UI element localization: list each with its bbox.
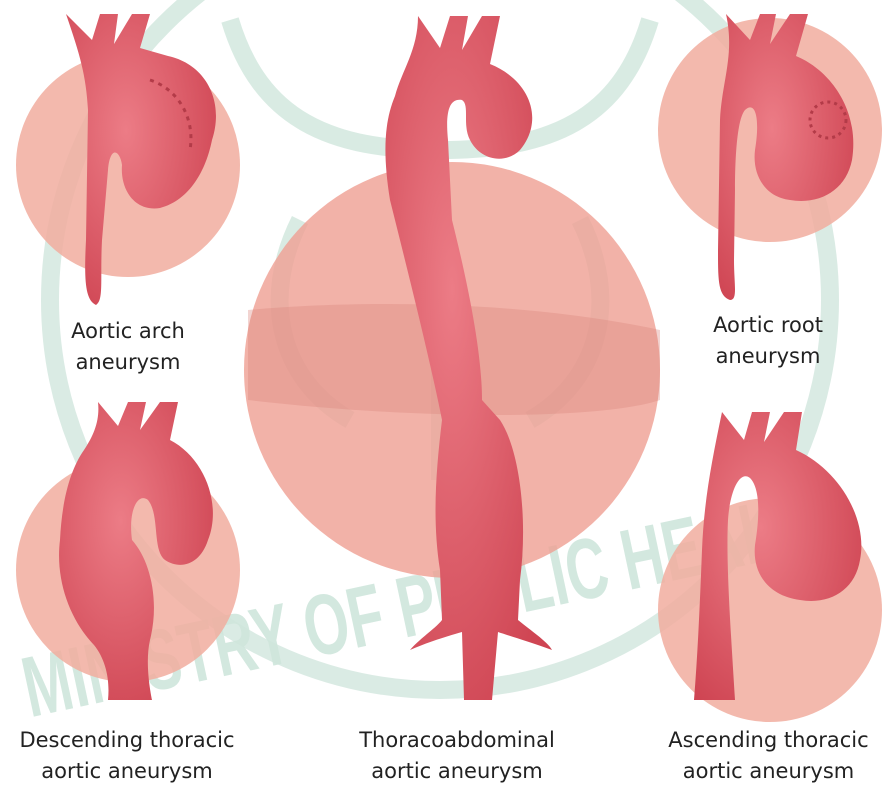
descending-thoracic-label-line2: aortic aneurysm (0, 756, 254, 787)
ascending-thoracic-illustration (658, 412, 882, 722)
aortic-arch-label-line1: Aortic arch (40, 316, 216, 347)
aortic-arch-label: Aortic arch aneurysm (40, 316, 216, 378)
descending-thoracic-label: Descending thoracic aortic aneurysm (0, 725, 254, 787)
descending-thoracic-label-line1: Descending thoracic (0, 725, 254, 756)
ascending-thoracic-label-line2: aortic aneurysm (654, 756, 883, 787)
ascending-thoracic-label-line1: Ascending thoracic (654, 725, 883, 756)
thoracoabdominal-label: Thoracoabdominal aortic aneurysm (332, 725, 582, 787)
ascending-thoracic-label: Ascending thoracic aortic aneurysm (654, 725, 883, 787)
aortic-root-label-line1: Aortic root (680, 310, 856, 341)
aortic-root-label-line2: aneurysm (680, 341, 856, 372)
thoracoabdominal-label-line2: aortic aneurysm (332, 756, 582, 787)
aortic-root-label: Aortic root aneurysm (680, 310, 856, 372)
aortic-root-illustration (658, 14, 882, 300)
thoracoabdominal-label-line1: Thoracoabdominal (332, 725, 582, 756)
aortic-arch-label-line2: aneurysm (40, 347, 216, 378)
